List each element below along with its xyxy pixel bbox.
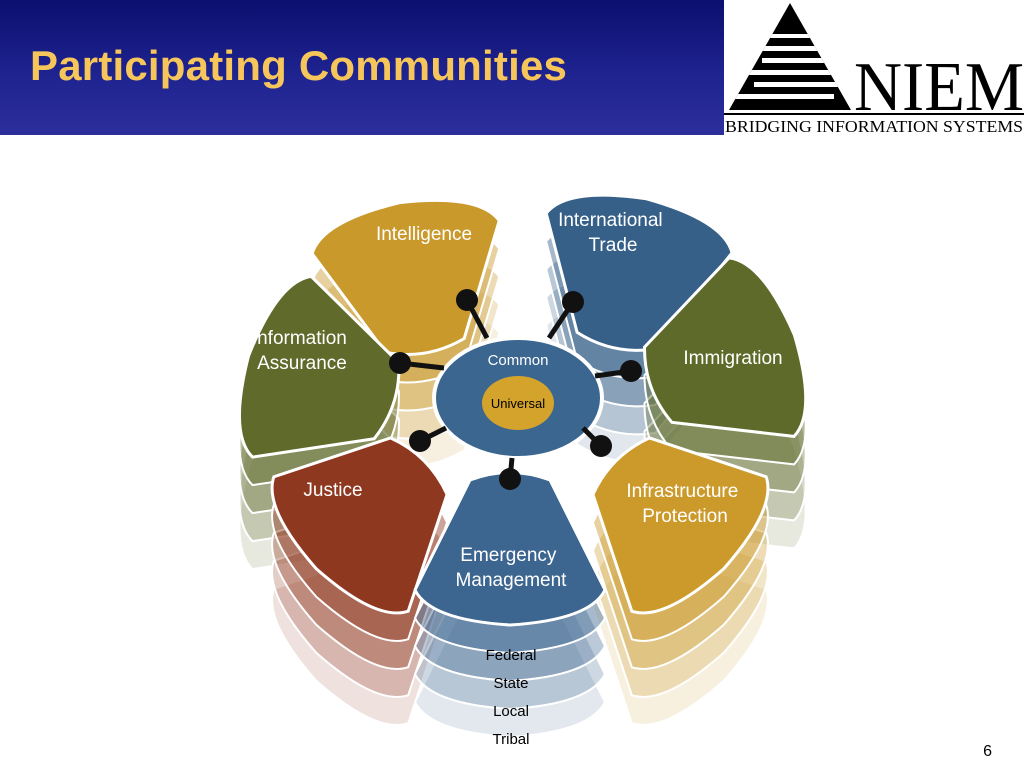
petal-emergency-management [413,471,607,738]
information-assurance-label: Information Assurance [252,328,352,374]
level-federal: Federal [486,647,537,664]
emergency-management-label: Emergency Management [456,545,568,591]
connector-node [409,430,431,452]
connector-node [590,435,612,457]
common-label: Common [488,352,549,369]
international-trade-label: International Trade [558,210,668,256]
logo-tagline: BRIDGING INFORMATION SYSTEMS [725,117,1023,135]
center-hub: Common Universal [432,336,604,460]
intelligence-label: Intelligence [376,224,472,245]
infrastructure-protection-label: Infrastructure Protection [626,481,743,527]
petal-labels: Intelligence International Trade Immigra… [252,210,783,591]
connector-node [499,468,521,490]
connector-node [620,360,642,382]
connector-node [562,291,584,313]
level-tribal: Tribal [493,731,530,748]
connector-node [389,352,411,374]
niem-logo: NIEM BRIDGING INFORMATION SYSTEMS [724,0,1024,136]
level-state: State [493,675,528,692]
page-number: 6 [983,743,992,760]
universal-core [482,376,554,430]
triangle-stripes-icon [729,3,851,110]
level-local: Local [493,703,529,720]
title-bar: Participating Communities [0,0,724,135]
immigration-label: Immigration [683,348,782,369]
universal-label: Universal [491,396,545,411]
connector-node [456,289,478,311]
niem-logo-graphic: NIEM BRIDGING INFORMATION SYSTEMS [724,3,1024,136]
page-title: Participating Communities [30,42,568,89]
justice-label: Justice [303,480,362,501]
level-labels: Federal State Local Tribal [486,647,537,748]
